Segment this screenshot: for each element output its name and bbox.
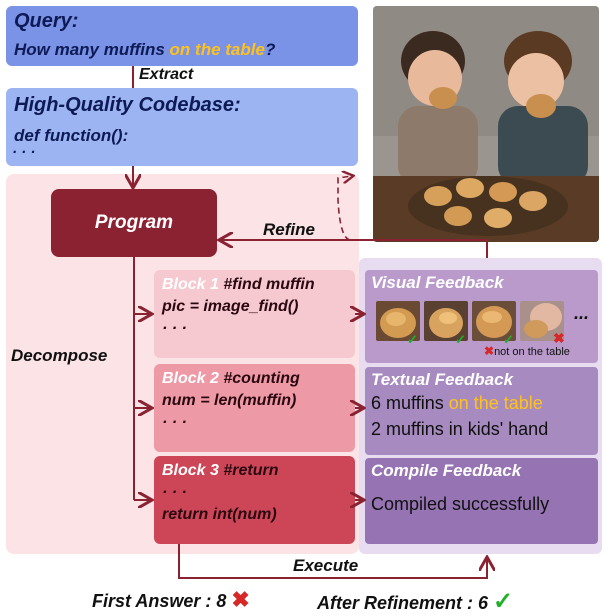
query-text-main: How many muffins: [14, 40, 170, 59]
cross-icon: ✖: [553, 330, 565, 346]
execute-label: Execute: [293, 556, 359, 575]
check-icon: ✓: [455, 332, 466, 347]
first-answer: First Answer : 8 ✖: [92, 587, 250, 613]
codebase-line2: · · ·: [12, 144, 36, 161]
compile-feedback: Compile Feedback Compiled successfully: [365, 458, 598, 544]
block-2-code: num = len(muffin): [162, 392, 297, 409]
compile-feedback-text: Compiled successfully: [371, 494, 550, 514]
textual-feedback-title: Textual Feedback: [371, 370, 514, 389]
textual-line1-highlight: on the table: [448, 393, 543, 413]
first-answer-text: First Answer : 8: [92, 591, 227, 611]
block-1-name: Block 1: [162, 276, 219, 293]
textual-line1-main: 6 muffins: [371, 393, 449, 413]
block-1: Block 1 #find muffin pic = image_find() …: [154, 270, 355, 358]
codebase-line1: def function():: [14, 126, 129, 145]
muffin-thumb-3: [472, 301, 516, 341]
check-icon: ✓: [493, 588, 514, 615]
block-2-dots: · · ·: [162, 414, 187, 431]
refine-codebase-dashed-arrow: [337, 176, 352, 241]
program-box: Program: [51, 189, 217, 257]
query-title: Query:: [14, 10, 79, 32]
block-1-comment: #find muffin: [223, 276, 315, 293]
refine-arrow: [221, 240, 488, 258]
muffin-thumb-2: [424, 301, 468, 341]
check-icon: ✓: [503, 332, 514, 347]
after-refinement-text: After Refinement : 6: [317, 593, 489, 613]
block-3-dots: · · ·: [162, 484, 187, 501]
decompose-label: Decompose: [11, 346, 108, 365]
compile-feedback-title: Compile Feedback: [371, 461, 522, 480]
not-on-table-note: ✖not on the table: [484, 344, 570, 358]
cross-icon: ✖: [231, 587, 250, 612]
block-3-comment: #return: [223, 462, 279, 479]
muffin-thumb-1: [376, 301, 420, 341]
block-2-comment: #counting: [223, 370, 300, 387]
textual-feedback: Textual Feedback 6 muffins on the table …: [365, 367, 598, 455]
check-icon: ✓: [407, 332, 418, 347]
query-text-end: ?: [264, 40, 276, 59]
extract-label: Extract: [139, 66, 194, 83]
kids-muffins-photo: [373, 6, 599, 242]
textual-feedback-line1: 6 muffins on the table: [371, 390, 598, 416]
block-3-name: Block 3: [162, 462, 219, 479]
query-text: How many muffins on the table?: [14, 40, 275, 60]
visual-feedback-title: Visual Feedback: [371, 273, 504, 292]
textual-feedback-line2: 2 muffins in kids' hand: [371, 419, 549, 439]
query-text-highlight: on the table: [169, 40, 265, 59]
block-2-name: Block 2: [162, 370, 219, 387]
not-on-table-text: not on the table: [494, 346, 570, 358]
kid-hand-thumb: [520, 301, 564, 341]
codebase-title: High-Quality Codebase:: [14, 94, 241, 116]
visual-feedback-ellipsis: ...: [574, 303, 590, 323]
codebase-box: High-Quality Codebase: def function(): ·…: [6, 88, 358, 166]
execute-arrow: [178, 544, 487, 579]
block-3-code: return int(num): [162, 506, 277, 523]
cross-icon: ✖: [484, 344, 495, 358]
program-label: Program: [94, 212, 174, 233]
block-2: Block 2 #counting num = len(muffin) · · …: [154, 364, 355, 452]
query-box: Query: How many muffins on the table?: [6, 6, 358, 66]
block-1-dots: · · ·: [162, 320, 187, 337]
refine-label: Refine: [263, 220, 315, 239]
block-1-code: pic = image_find(): [162, 298, 299, 315]
block-3: Block 3 #return · · · return int(num): [154, 456, 355, 544]
after-refinement: After Refinement : 6 ✓: [317, 587, 513, 616]
